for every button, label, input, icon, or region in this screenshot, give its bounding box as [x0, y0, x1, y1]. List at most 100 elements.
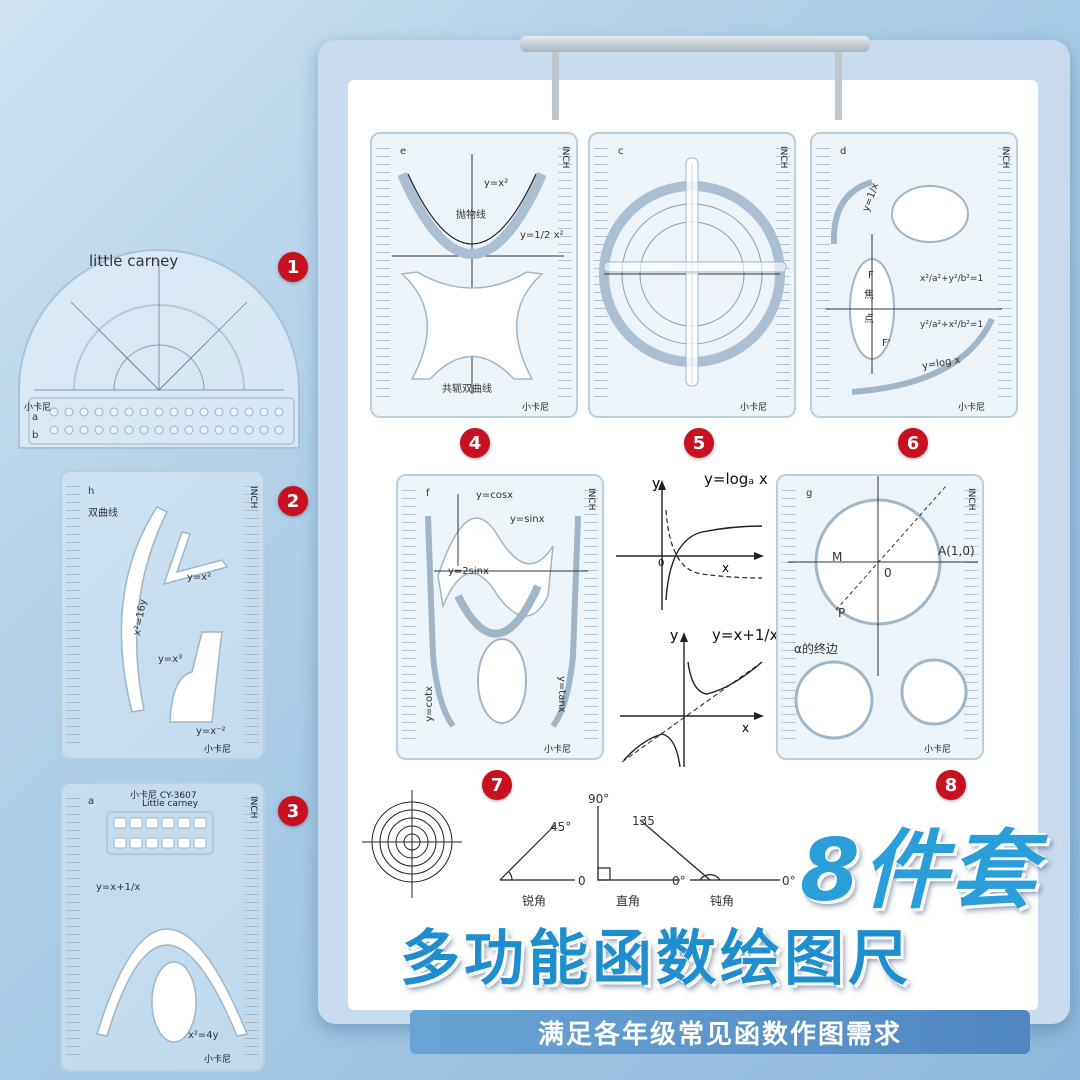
protractor-ruler: little carney 小卡尼 a b	[14, 240, 304, 455]
svg-text:x: x	[742, 721, 749, 735]
protractor-graphic	[18, 249, 300, 449]
label-F: F	[868, 270, 874, 281]
card-parabola-cutouts	[96, 811, 249, 1043]
card-d-graphic	[826, 179, 1002, 395]
graph-log-axes: y x 0	[616, 476, 764, 610]
card-letter: g	[806, 488, 813, 499]
card-unit: INCH	[1000, 146, 1010, 169]
set-count-headline: 8件套	[800, 821, 1038, 921]
card-letter: d	[840, 146, 847, 157]
label-sin: y=sinx	[510, 514, 545, 525]
angle-obtuse-zero: 0°	[782, 874, 796, 888]
card-brand: 小卡尼	[740, 403, 768, 413]
card-brand: 小卡尼	[204, 745, 232, 755]
card-sub: Little carney	[142, 799, 199, 809]
angle-acute-zero: 0	[578, 874, 586, 888]
card-letter: a	[88, 796, 95, 807]
card-parabola-conjugate: e y=x² 抛物线 y=1/2 x² 共轭双曲线 小卡尼 INCH	[370, 132, 578, 418]
card-ruler-left	[66, 486, 80, 744]
protractor-brand-cn: 小卡尼	[24, 403, 52, 413]
label-y-half-x2: y=1/2 x²	[520, 230, 564, 241]
card-e-graphic	[392, 154, 564, 394]
card-unit: INCH	[966, 488, 976, 511]
card-brand: 小卡尼	[924, 745, 952, 755]
card-ellipse: d y=1/x 焦 点 F F' x²/a²+y²/b²=1 y²/a²+x²/…	[810, 132, 1018, 418]
label-focus-2: 点	[864, 314, 874, 325]
card-f-graphic	[425, 494, 588, 728]
card-trig: f y=cosx y=sinx y=2sinx y=cotx y=tanx 小卡…	[396, 474, 604, 760]
label-P: P	[838, 606, 846, 620]
card-hyperbola-cutouts	[120, 506, 229, 723]
badge-7: 7	[482, 770, 512, 800]
card-ruler-right	[964, 490, 978, 744]
card-unit: INCH	[560, 146, 570, 169]
product-title: 多功能函数绘图尺	[400, 924, 912, 994]
card-unit: INCH	[586, 488, 596, 511]
graph-x-plus-inv: y x y=x+1/x	[612, 622, 778, 772]
card-ruler-left	[402, 490, 416, 744]
card-brand: 小卡尼	[958, 403, 986, 413]
label-M: M	[832, 550, 843, 564]
badge-3: 3	[278, 796, 308, 826]
graph-inv-label: y=x+1/x	[712, 626, 779, 644]
label-y-x2: y=x²	[187, 572, 212, 583]
card-model: 小卡尼 CY-3607	[130, 791, 197, 801]
badge-1: 1	[278, 252, 308, 282]
angle-right-label: 直角	[616, 894, 641, 908]
card-parabola: a 小卡尼 CY-3607 Little carney y=x+1/x x²=4…	[60, 782, 265, 1072]
angle-diagrams-graphic	[362, 790, 780, 898]
card-brand: 小卡尼	[204, 1055, 232, 1065]
label-y-x-plus-inv: y=x+1/x	[96, 882, 141, 893]
label-parabola: 抛物线	[456, 210, 486, 221]
label-tan: y=tanx	[556, 676, 567, 713]
graph-inv-axes: y x	[620, 628, 764, 768]
card-unit-circle: c 小卡尼 INCH	[588, 132, 796, 418]
angle-acute-label: 锐角	[522, 894, 547, 908]
label-2sin: y=2sinx	[448, 566, 489, 577]
card-trig-circle: g M A(1,0) P α的终边 0 小卡尼 INCH	[776, 474, 984, 760]
label-y-x3: y=x³	[158, 654, 183, 665]
card-brand: 小卡尼	[522, 403, 550, 413]
card-title: 双曲线	[88, 508, 118, 519]
card-ruler-left	[816, 148, 830, 402]
angle-90-label: 90°	[588, 792, 610, 806]
card-brand: 小卡尼	[544, 745, 572, 755]
card-unit: INCH	[248, 486, 258, 509]
subtitle-banner: 满足各年级常见函数作图需求	[410, 1010, 1030, 1054]
label-y-x2: y=x²	[484, 178, 509, 189]
angle-45-label: 45°	[550, 820, 572, 834]
label-A: A(1,0)	[938, 544, 975, 558]
svg-text:y: y	[670, 628, 678, 644]
card-ruler-left	[376, 148, 390, 402]
card-ruler-right	[998, 148, 1012, 402]
card-ruler-right	[584, 490, 598, 744]
clip-plate	[520, 36, 870, 52]
angle-135-label: 135	[632, 814, 655, 828]
card-ruler-right	[558, 148, 572, 402]
label-terminal-side: α的终边	[794, 642, 838, 656]
angle-right-zero: 0°	[672, 874, 686, 888]
card-unit: INCH	[248, 796, 258, 819]
svg-text:x: x	[722, 561, 729, 575]
label-y-x-2: y=x⁻²	[196, 726, 226, 737]
card-g-graphic	[788, 476, 978, 740]
angle-obtuse-label: 钝角	[710, 894, 735, 908]
card-c-graphic	[599, 157, 787, 387]
label-x2-4y: x²=4y	[188, 1030, 219, 1041]
card-letter: c	[618, 146, 624, 157]
label-focus-1: 焦	[864, 290, 874, 301]
svg-text:0: 0	[658, 558, 664, 569]
card-ruler-right	[245, 486, 259, 744]
badge-8: 8	[936, 770, 966, 800]
badge-2: 2	[278, 486, 308, 516]
label-ellipse-1: x²/a²+y²/b²=1	[920, 274, 984, 284]
badge-5: 5	[684, 428, 714, 458]
card-unit: INCH	[778, 146, 788, 169]
graph-log: y x 0 y=logₐ x	[612, 470, 772, 620]
card-hyperbola: h 双曲线 y=x² x²=16y y=x³ y=x⁻² 小卡尼 INCH	[60, 470, 265, 760]
card-ruler-left	[782, 490, 796, 744]
protractor-row-b: b	[32, 430, 39, 441]
card-letter: h	[88, 486, 95, 497]
badge-4: 4	[460, 428, 490, 458]
label-F-prime: F'	[882, 338, 891, 349]
